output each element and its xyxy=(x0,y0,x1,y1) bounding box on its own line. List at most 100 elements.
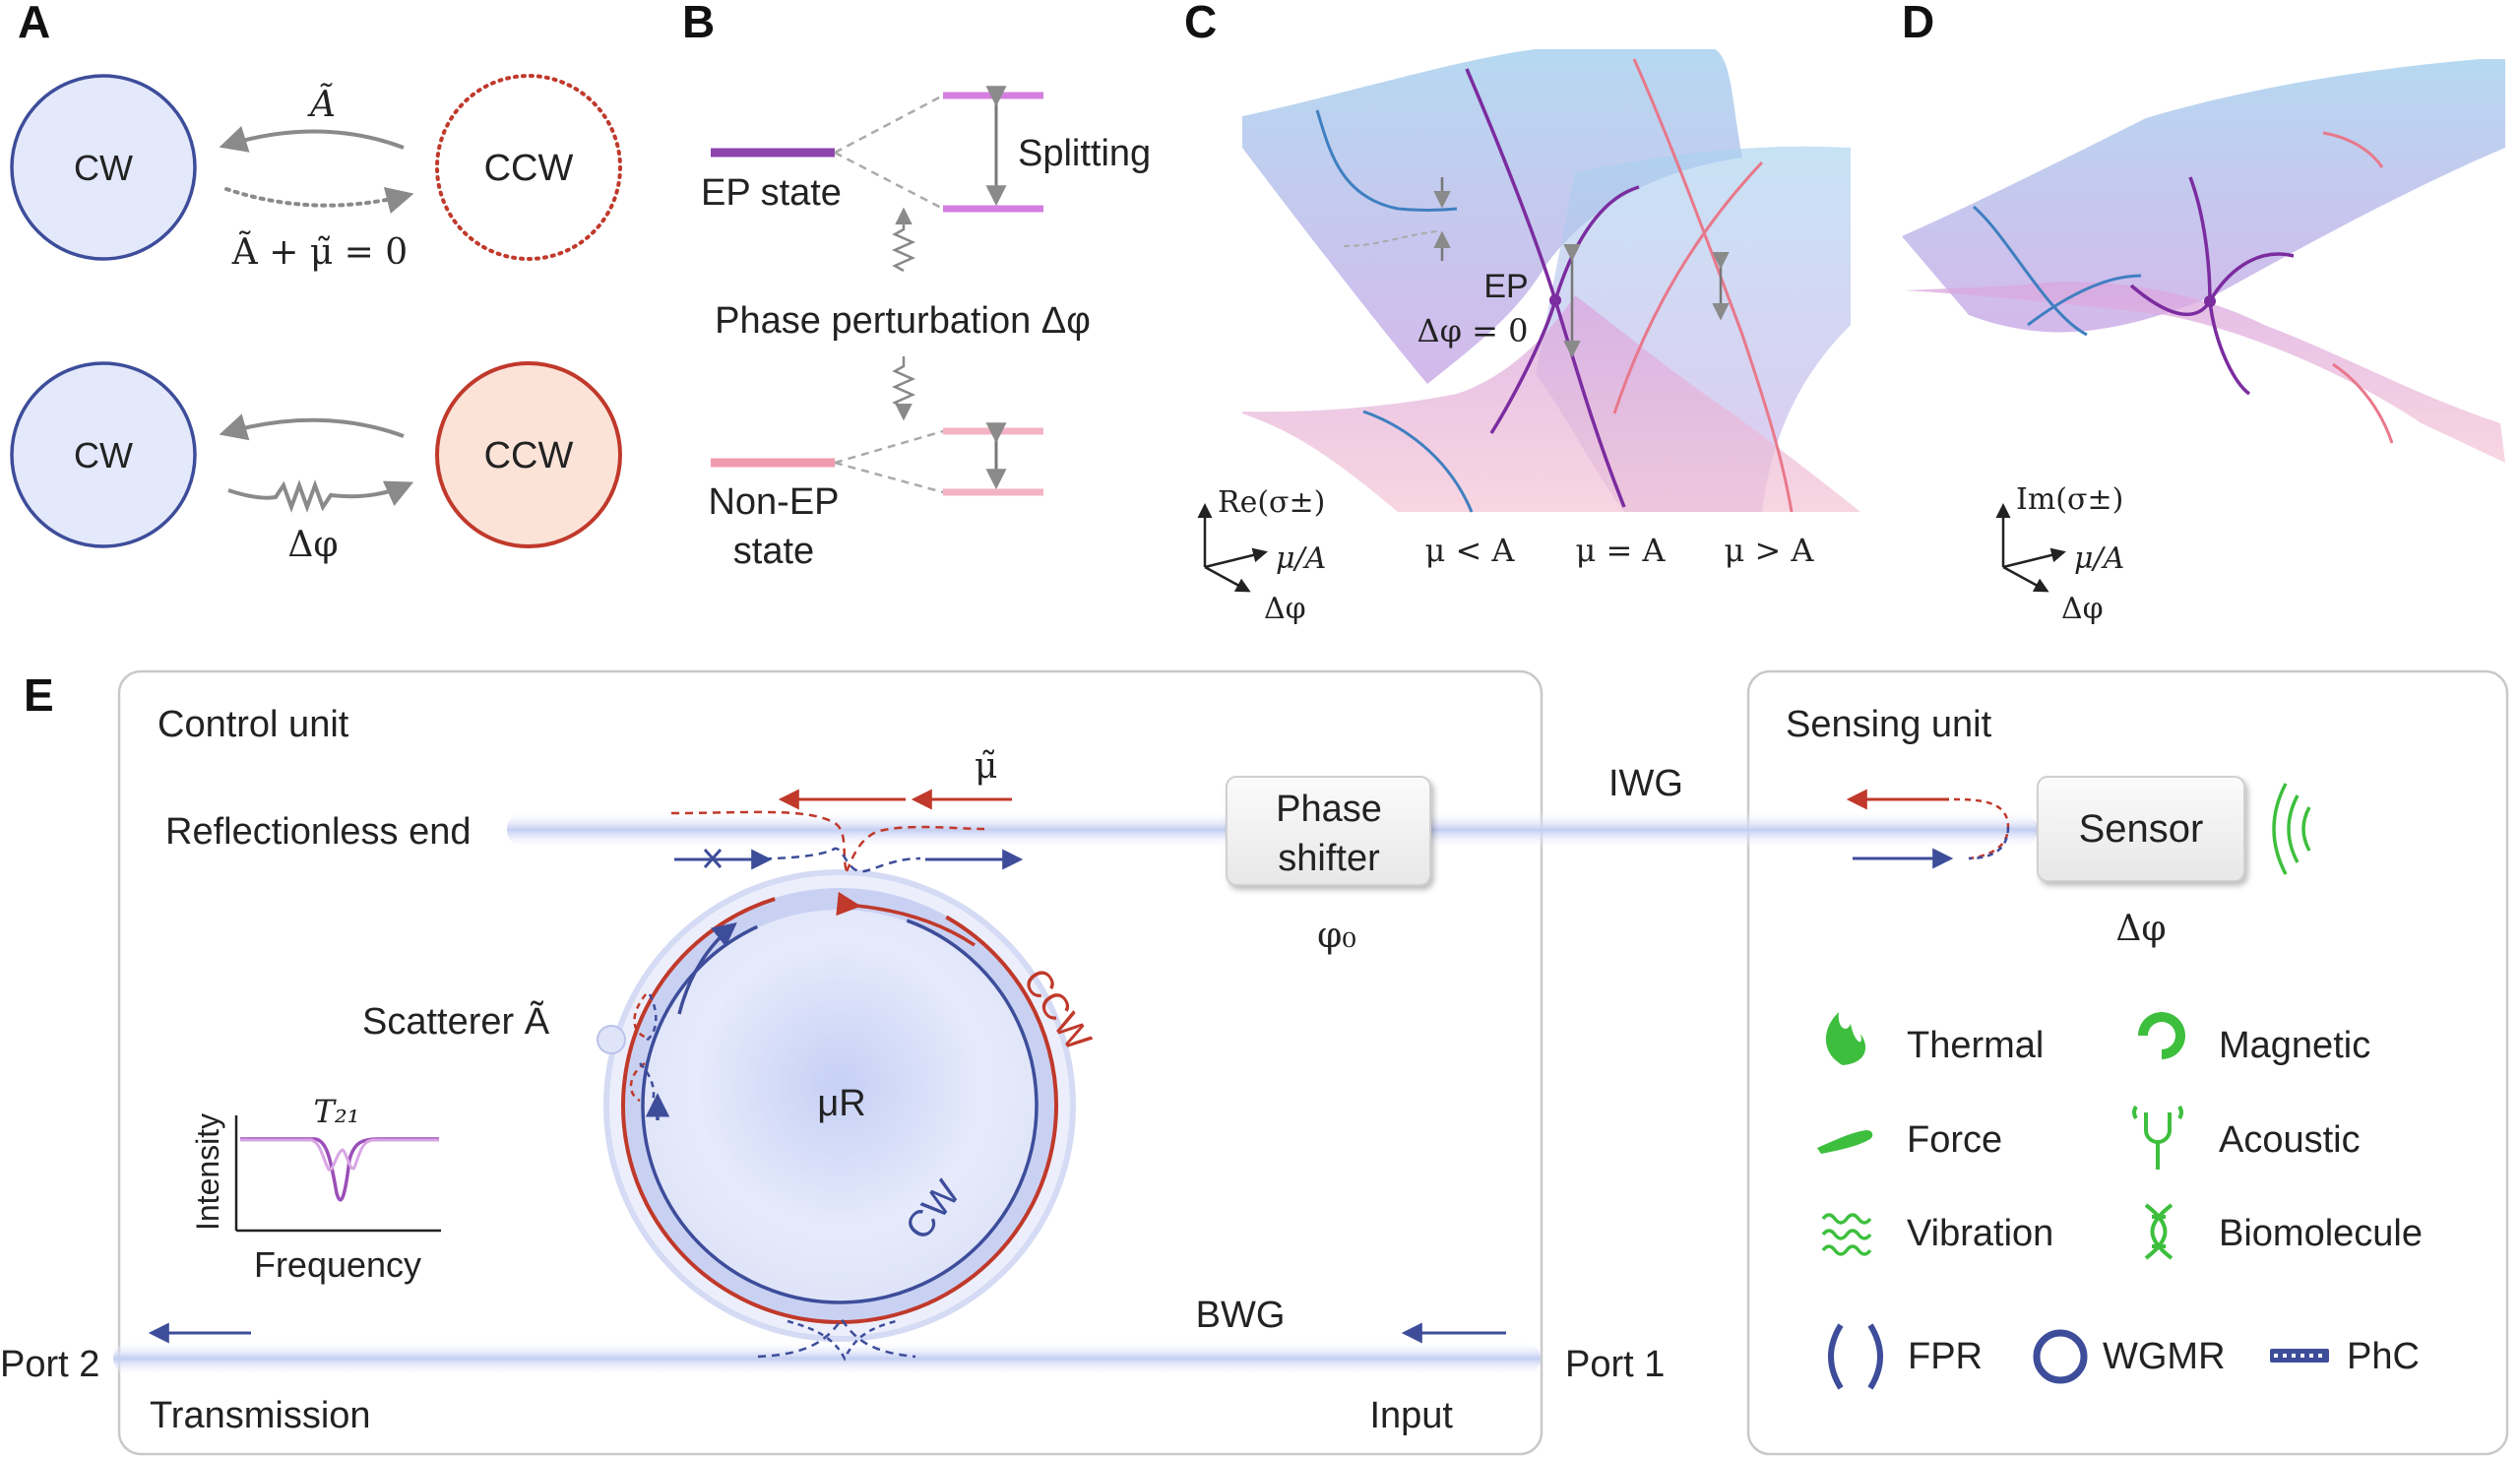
control-unit-box xyxy=(117,669,1544,1456)
axis-z-label-c: Re(σ±) xyxy=(1218,485,1325,520)
perturbation-spring-down xyxy=(891,356,916,421)
ccw-label-bottom: CCW xyxy=(484,435,574,476)
cw-direction-arrow xyxy=(677,921,737,1015)
transmission-spectrum-inset: T₂₁ Intensity Frequency xyxy=(190,1093,441,1285)
signal-waves-icon xyxy=(2272,783,2311,875)
resonator-type-fpr: FPR xyxy=(1908,1336,1983,1377)
ep-condition-label: Ã + μ̃ = 0 xyxy=(231,231,408,273)
panel-d: D Im(σ±) μ/A Δφ xyxy=(1902,0,2505,626)
mode-trace-red-c-2 xyxy=(1612,160,1764,414)
panel-label-c: C xyxy=(1184,0,1217,47)
cw-coupling-dash xyxy=(708,847,921,873)
sensor-box xyxy=(2037,776,2245,882)
mode-trace-blue-lower xyxy=(1362,410,1474,513)
mode-trace-red-d-2 xyxy=(2332,362,2394,444)
frequency-axis-label: Frequency xyxy=(254,1244,421,1285)
mode-trace-blue-d-2 xyxy=(2027,274,2142,327)
panel-label-b: B xyxy=(682,0,715,47)
ep-split-guide-top xyxy=(834,94,944,155)
cw-label-top: CW xyxy=(74,148,133,188)
ep-state-label: EP state xyxy=(701,172,842,214)
intensity-axis-label: Intensity xyxy=(190,1113,225,1231)
axis-y-arrow-d xyxy=(2002,565,2049,593)
bwg-label: BWG xyxy=(1196,1295,1286,1336)
sensing-type-vibration: Vibration xyxy=(1907,1213,2053,1254)
control-unit-label: Control unit xyxy=(158,704,349,745)
lower-eigen-surface-c xyxy=(1242,295,1860,512)
phase-label-a: Δφ xyxy=(287,525,338,565)
sensing-unit-label: Sensing unit xyxy=(1786,704,1992,745)
phc-icon xyxy=(2270,1349,2329,1363)
phi0-label: φ₀ xyxy=(1317,916,1356,956)
spectrum-split-curve xyxy=(240,1138,439,1172)
mu-tilde-label: μ̃ xyxy=(975,746,997,787)
blocked-cross-icon xyxy=(703,849,723,868)
phase-perturbation-label: Phase perturbation Δφ xyxy=(715,300,1091,342)
axis-x-label-c: μ/A xyxy=(1276,541,1326,576)
axis-y-arrow-c xyxy=(1204,565,1251,593)
scatterer-particle xyxy=(597,1025,626,1054)
coupling-arrow xyxy=(219,126,405,153)
axis-x-arrow-c xyxy=(1204,547,1268,569)
wgmr-icon xyxy=(2033,1329,2088,1384)
lower-imag-surface-d xyxy=(1905,282,2505,463)
backscatter-dotted-arrow xyxy=(224,186,414,215)
bus-waveguide xyxy=(113,1341,1541,1376)
vibration-icon xyxy=(1821,1213,1872,1256)
fpr-icon-right xyxy=(1867,1323,1883,1390)
regime-label-lt: μ < A xyxy=(1424,532,1515,569)
ep-condition-c: Δφ = 0 xyxy=(1417,312,1528,349)
cw-mode-circle-bottom xyxy=(10,361,197,548)
axis-y-label-d: Δφ xyxy=(2061,592,2104,626)
resonator-type-wgmr: WGMR xyxy=(2103,1336,2226,1377)
ccw-mode-circle-bottom xyxy=(435,361,622,548)
panel-b: B Splitting EP state Phase perturbation … xyxy=(682,0,1151,572)
axis-x-arrow-d xyxy=(2002,547,2066,569)
sensing-type-thermal: Thermal xyxy=(1907,1025,2044,1066)
port2-label: Port 2 xyxy=(0,1344,99,1385)
ccw-coupling-dash xyxy=(670,810,849,872)
exceptional-point-marker-c xyxy=(1549,294,1561,306)
axis-y-label-c: Δφ xyxy=(1264,592,1306,626)
scatter-dash-blue xyxy=(639,993,658,1104)
coupling-label: Ã xyxy=(307,84,336,125)
non-ep-guide-top xyxy=(834,429,944,465)
ccw-direction-arrow xyxy=(836,891,976,947)
spectrum-ep-curve xyxy=(240,1137,439,1202)
sensor-dphi-label: Δφ xyxy=(2115,909,2166,949)
mode-trace-red-c-1 xyxy=(1632,58,1794,513)
panel-c: C EP Δφ = 0 Re(σ±) μ/A Δφ μ < A μ = A μ … xyxy=(1184,0,1860,626)
regime-label-gt: μ > A xyxy=(1724,532,1814,569)
panel-label-e: E xyxy=(24,669,54,721)
thermal-icon xyxy=(1825,1012,1866,1065)
ccw-label-top: CCW xyxy=(484,148,574,189)
bus-coupling-dash-2 xyxy=(787,1319,897,1362)
sensing-type-acoustic: Acoustic xyxy=(2219,1119,2361,1161)
sensing-types-list: Thermal Magnetic Force Acoustic Vibratio… xyxy=(1817,1012,2423,1260)
biomolecule-icon xyxy=(2144,1203,2174,1260)
ccw-input-dash xyxy=(845,825,985,872)
iwg-label: IWG xyxy=(1608,763,1683,804)
mode-trace-blue-upper xyxy=(1315,109,1458,213)
non-ep-label-line2: state xyxy=(733,531,814,572)
non-ep-label-line1: Non-EP xyxy=(708,481,839,523)
cw-mode-path xyxy=(641,907,1039,1304)
axis-z-label-d: Im(σ±) xyxy=(2016,482,2123,517)
sensing-type-force: Force xyxy=(1907,1119,2002,1161)
splitting-label: Splitting xyxy=(1018,133,1151,174)
upper-eigen-surface-c xyxy=(1242,49,1742,384)
magnetic-icon xyxy=(2138,1012,2185,1059)
mode-trace-blue-d-1 xyxy=(1973,205,2088,337)
phase-shifter-label-2: shifter xyxy=(1278,838,1380,879)
acoustic-icon xyxy=(2132,1105,2183,1170)
perturbed-coupling-arrow xyxy=(227,479,414,513)
coupling-arrow-bottom xyxy=(219,413,405,441)
scatterer-label: Scatterer Ã xyxy=(362,1000,550,1043)
exceptional-point-marker-d xyxy=(2204,295,2216,307)
ep-label-c: EP xyxy=(1483,268,1528,305)
t21-label: T₂₁ xyxy=(314,1093,360,1130)
gap-guide-c xyxy=(1343,230,1438,247)
sensor-loop-blue xyxy=(1968,826,2010,860)
panel-label-a: A xyxy=(18,0,50,47)
